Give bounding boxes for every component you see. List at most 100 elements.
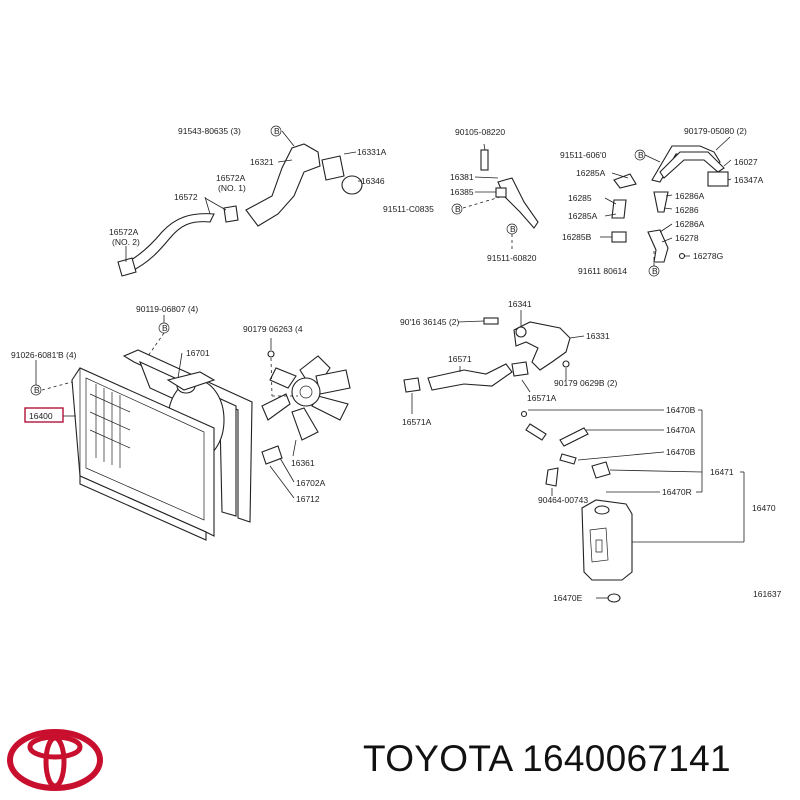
bolt-b-mark-1: B: [274, 126, 280, 136]
label-no1: (NO. 1): [218, 183, 246, 193]
label-91543: 91543-80635 (3): [178, 126, 241, 136]
grille-16701: [166, 371, 216, 391]
tank-neck: [594, 505, 610, 515]
bolt-b-mark-5: B: [652, 266, 658, 276]
label-91026: 91026-6081'B (4): [11, 350, 77, 360]
label-16571A: 16571A: [527, 393, 557, 403]
bolt-90179-0629B: [562, 360, 570, 368]
hose-16470A: [559, 427, 589, 447]
radiator-bottom-tank: [79, 475, 207, 541]
label-91511-606: 91511-606'0: [560, 150, 607, 160]
clamp-16571A-left: [403, 377, 421, 393]
label-91511-60820: 91511-60820: [487, 253, 537, 263]
label-16278: 16278: [675, 233, 699, 243]
label-16385: 16385: [450, 187, 474, 197]
label-90464: 90464-00743: [538, 495, 588, 505]
label-16470R: 16470R: [662, 487, 692, 497]
bolt-90179-06263: [267, 350, 275, 358]
label-16285B: 16285B: [562, 232, 592, 242]
clamp-16285B: [611, 231, 627, 243]
bracket-group: B B: [451, 143, 539, 250]
bolt-b-2: [451, 203, 463, 215]
bolt-b-mark-6: B: [162, 323, 168, 333]
label-90116: 90'16 36145 (2): [400, 317, 459, 327]
label-16470A: 16470A: [666, 425, 696, 435]
cooling-fan-16361: [261, 355, 351, 441]
label-16361: 16361: [291, 458, 315, 468]
water-outlet-16321: [245, 143, 321, 227]
label-16701: 16701: [186, 348, 210, 358]
label-90119: 90119-06807 (4): [136, 304, 198, 314]
bolt-b-mark-4: B: [638, 150, 644, 160]
label-16278G: 16278G: [693, 251, 723, 261]
label-16470B: 16470B: [666, 405, 696, 415]
tank-cap-16470E: [607, 593, 621, 603]
label-16381: 16381: [450, 172, 474, 182]
bolt-b-1: [270, 125, 282, 137]
hose-clamp-lower: [117, 257, 137, 277]
label-16400: 16400: [29, 411, 53, 421]
label-16572A: 16572A: [216, 173, 246, 183]
hose-16285A: [613, 173, 637, 189]
label-91611: 91611 80614: [578, 266, 627, 276]
reserve-tank-group: [520, 409, 745, 603]
label-16321: 16321: [250, 157, 274, 167]
toyota-logo: [7, 729, 103, 791]
plug-16278G: [678, 252, 686, 260]
pipe-16278: [647, 229, 669, 263]
bolt-90105: [480, 149, 489, 171]
label-16470E: 16470E: [553, 593, 583, 603]
thermostat-body: [321, 155, 345, 181]
label-16346: 16346: [361, 176, 385, 186]
bolt-b-mark-3: B: [510, 224, 516, 234]
label-16286A: 16286A: [675, 191, 705, 201]
label-16027: 16027: [734, 157, 758, 167]
label-16285A-2: 16285A: [568, 211, 598, 221]
label-16572: 16572: [174, 192, 198, 202]
highlight-box-16400: [24, 407, 64, 423]
hose-16572: [123, 213, 215, 273]
label-90179-0629B: 90179 0629B (2): [554, 378, 617, 388]
radiator-group: B B: [30, 315, 351, 541]
hose-16470B: [525, 423, 547, 441]
part-callout: TOYOTA 1640067141: [363, 738, 731, 780]
cap-16471: [591, 461, 611, 479]
bolt-b-mark-7: B: [34, 385, 40, 395]
label-90179-06263: 90179 06263 (4: [243, 324, 303, 334]
clip-16470B: [520, 410, 528, 418]
bracket-16381: [497, 177, 539, 229]
label-16285: 16285: [568, 193, 592, 203]
gasket-16346: [341, 175, 363, 195]
clamp-16385: [495, 187, 507, 198]
label-16712: 16712: [296, 494, 320, 504]
label-16470: 16470: [752, 503, 776, 513]
label-16571A-2: 16571A: [402, 417, 432, 427]
label-16341: 16341: [508, 299, 532, 309]
clip-90464: [545, 467, 559, 487]
upper-hose-group: B: [117, 125, 363, 277]
label-16331: 16331: [586, 331, 610, 341]
label-16286: 16286: [675, 205, 699, 215]
label-16471: 16471: [710, 467, 734, 477]
diagram-code: 161637: [753, 589, 782, 599]
part-number: 1640067141: [522, 738, 731, 779]
brand-name: TOYOTA: [363, 738, 512, 779]
label-16470B-2: 16470B: [666, 447, 696, 457]
bracket-16702A: [261, 445, 283, 465]
label-90105: 90105-08220: [455, 127, 505, 137]
label-90179-05080: 90179-05080 (2): [684, 126, 747, 136]
hose-16286: [653, 191, 669, 213]
label-16571: 16571: [448, 354, 472, 364]
hose-16470D: [559, 453, 577, 465]
label-16347A: 16347A: [734, 175, 764, 185]
label-16572A-no2: 16572A: [109, 227, 139, 237]
hose-16285: [611, 199, 627, 219]
water-inlet-16331: [513, 321, 571, 371]
hose-16571: [427, 363, 513, 391]
gasket-16347A: [707, 171, 729, 187]
label-91511-c0835: 91511-C0835: [383, 204, 434, 214]
label-16702A: 16702A: [296, 478, 326, 488]
label-16285A: 16285A: [576, 168, 606, 178]
hose-clamp-upper: [223, 205, 239, 223]
